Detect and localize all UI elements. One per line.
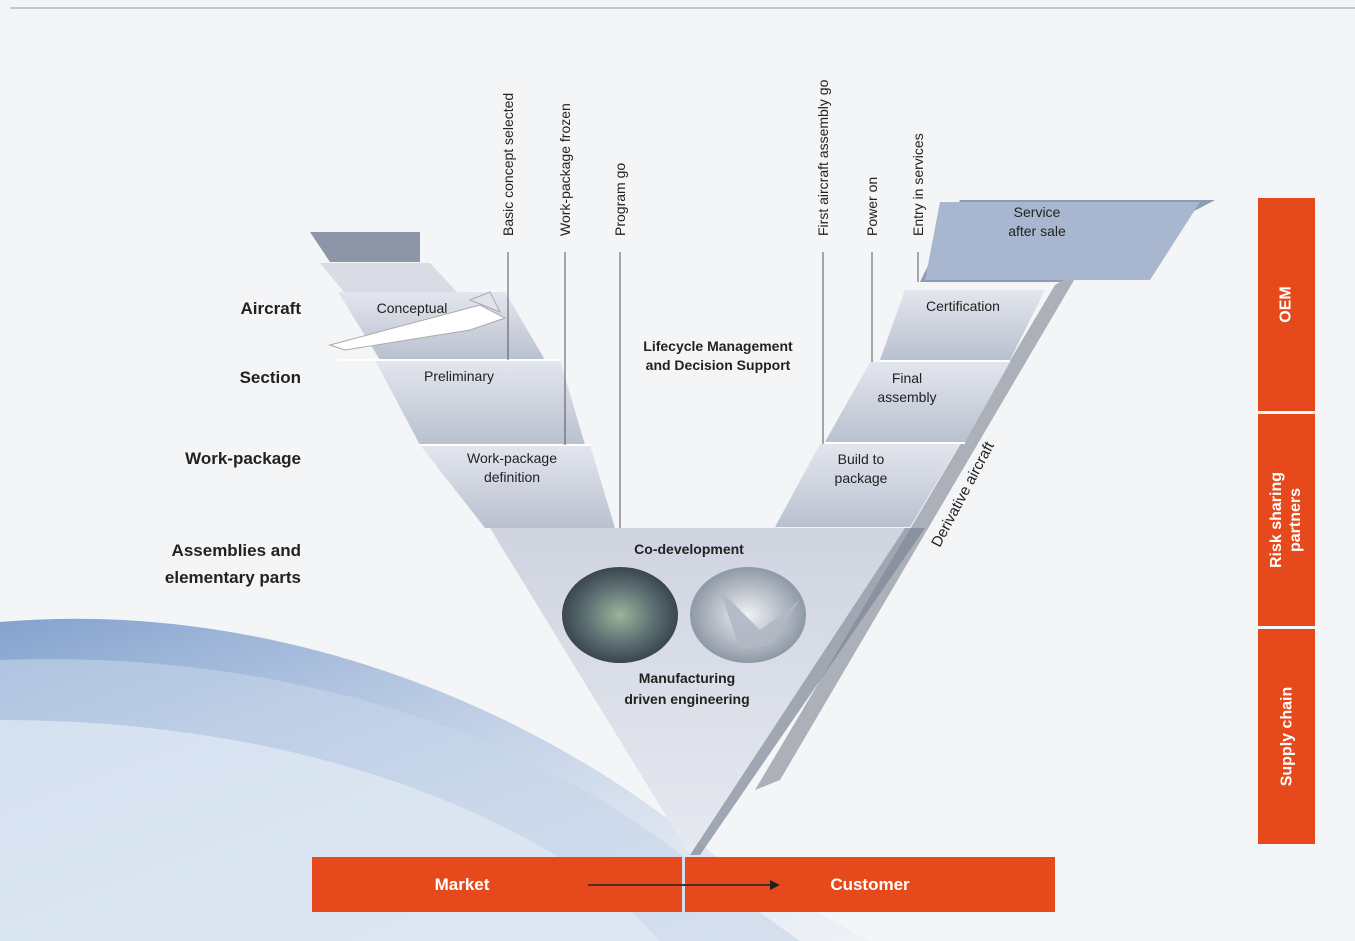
level-assemblies: Assemblies and elementary parts	[165, 537, 301, 591]
market-label: Market	[434, 874, 490, 894]
gate-power-on: Power on	[864, 12, 884, 252]
side-box-supply-chain: Supply chain	[1258, 629, 1315, 844]
stage-final-line2: assembly	[877, 389, 937, 405]
stage-wp-definition: Work-package definition	[452, 449, 572, 487]
gate-basic-concept: Basic concept selected	[500, 12, 520, 252]
lifecycle-line1: Lifecycle Management	[643, 338, 793, 354]
stage-wp-definition-line2: definition	[483, 469, 541, 485]
side-box-oem: OEM	[1258, 198, 1315, 411]
customer-box: Customer	[685, 857, 1055, 912]
mde-line1: Manufacturing	[638, 670, 736, 686]
customer-label: Customer	[830, 874, 910, 894]
mde-line2: driven engineering	[624, 691, 750, 707]
stage-final-assembly: Final assembly	[857, 369, 957, 407]
co-development-label: Co-development	[634, 541, 744, 557]
level-assemblies-line2: elementary parts	[164, 568, 301, 587]
stage-preliminary: Preliminary	[423, 368, 494, 384]
stage-wp-definition-line1: Work-package	[466, 450, 557, 466]
gate-first-assembly: First aircraft assembly go	[815, 12, 835, 252]
stage-build-line1: Build to	[837, 451, 885, 467]
stage-certification: Certification	[926, 298, 1000, 314]
gate-work-package-frozen: Work-package frozen	[557, 12, 577, 252]
stage-service-after-sale: Service after sale	[987, 203, 1087, 241]
gate-entry-services: Entry in services	[910, 12, 930, 252]
level-aircraft: Aircraft	[240, 299, 301, 318]
stage-service-line2: after sale	[1008, 223, 1066, 239]
side-box-risk-sharing: Risk sharing partners	[1258, 414, 1315, 626]
market-to-customer-arrow	[588, 880, 780, 890]
gate-first-assembly-label: First aircraft assembly go	[815, 79, 831, 236]
stage-service-line1: Service	[1013, 204, 1061, 220]
level-section: Section	[239, 368, 301, 387]
lifecycle-management-label: Lifecycle Management and Decision Suppor…	[618, 337, 818, 375]
side-box-supply-label: Supply chain	[1278, 686, 1296, 787]
stage-conceptual: Conceptual	[376, 300, 448, 316]
stage-build-to-package: Build to package	[811, 450, 911, 488]
gate-work-package-frozen-label: Work-package frozen	[557, 103, 573, 236]
gate-entry-services-label: Entry in services	[910, 133, 926, 236]
manufacturing-driven-engineering-label: Manufacturing driven engineering	[597, 668, 777, 710]
level-work-package: Work-package	[185, 449, 301, 468]
stage-build-line2: package	[834, 470, 888, 486]
level-assemblies-line1: Assemblies and	[171, 541, 301, 560]
side-box-risk-line2: partners	[1287, 487, 1305, 553]
stage-final-line1: Final	[891, 370, 923, 386]
gate-program-go: Program go	[612, 12, 632, 252]
side-box-risk-label: Risk sharing partners	[1268, 472, 1306, 568]
side-box-oem-label: OEM	[1277, 286, 1295, 323]
side-box-risk-line1: Risk sharing	[1268, 471, 1286, 569]
gate-power-on-label: Power on	[864, 176, 880, 236]
gate-program-go-label: Program go	[612, 162, 628, 236]
gate-basic-concept-label: Basic concept selected	[500, 92, 516, 236]
lifecycle-line2: and Decision Support	[645, 357, 791, 373]
